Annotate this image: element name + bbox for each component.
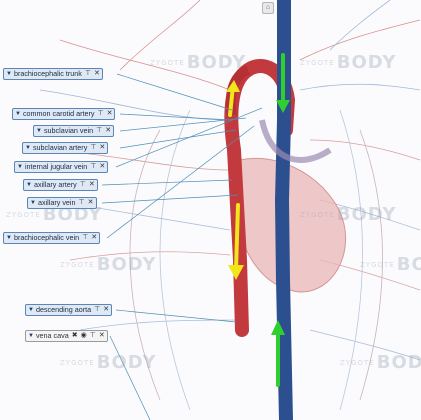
close-icon[interactable]: ✕ <box>103 306 110 313</box>
pin-icon[interactable]: ⊤ <box>79 181 86 188</box>
heart <box>237 158 347 293</box>
expand-triangle-icon[interactable]: ▼ <box>28 333 34 339</box>
pin-icon[interactable]: ⊤ <box>84 70 91 77</box>
label-text: axillary artery <box>33 180 77 189</box>
close-icon[interactable]: ✕ <box>98 332 105 339</box>
pin-icon[interactable]: ⊤ <box>90 144 97 151</box>
pin-icon[interactable]: ⊤ <box>94 306 101 313</box>
label-common-carotid-artery[interactable]: ▼ common carotid artery ⊤ ✕ <box>12 108 116 120</box>
expand-triangle-icon[interactable]: ▼ <box>17 164 23 170</box>
expand-triangle-icon[interactable]: ▼ <box>6 235 12 241</box>
label-text: subclavian artery <box>32 143 88 152</box>
label-text: vena cava <box>35 331 69 340</box>
label-descending-aorta[interactable]: ▼ descending aorta ⊤ ✕ <box>25 304 113 316</box>
leader-lines <box>101 73 263 420</box>
pin-icon[interactable]: ⊤ <box>89 332 96 339</box>
expand-triangle-icon[interactable]: ▼ <box>30 200 36 206</box>
label-brachiocephalic-vein[interactable]: ▼ brachiocephalic vein ⊤ ✕ <box>3 232 101 244</box>
pin-icon[interactable]: ⊤ <box>82 234 89 241</box>
pin-icon[interactable]: ⊤ <box>90 163 97 170</box>
label-axillary-vein[interactable]: ▼ axillary vein ⊤ ✕ <box>27 197 97 209</box>
label-text: axillary vein <box>37 198 76 207</box>
home-icon[interactable]: ⌂ <box>262 2 274 14</box>
pin-icon[interactable]: ⊤ <box>96 127 103 134</box>
close-icon[interactable]: ✕ <box>105 127 112 134</box>
label-text: descending aorta <box>35 305 92 314</box>
label-text: common carotid artery <box>22 109 95 118</box>
expand-triangle-icon[interactable]: ▼ <box>36 128 42 134</box>
close-icon[interactable]: ✕ <box>88 181 95 188</box>
close-icon[interactable]: ✕ <box>99 163 106 170</box>
label-axillary-artery[interactable]: ▼ axillary artery ⊤ ✕ <box>23 179 98 191</box>
arrow-down-aorta <box>234 203 240 272</box>
label-subclavian-vein[interactable]: ▼ subclavian vein ⊤ ✕ <box>33 125 115 137</box>
label-brachiocephalic-trunk[interactable]: ▼ brachiocephalic trunk ⊤ ✕ <box>3 68 103 80</box>
pin-icon[interactable]: ⊤ <box>97 110 104 117</box>
isolate-icon[interactable]: ✖ <box>71 332 78 339</box>
label-vena-cava[interactable]: ▼ vena cava ✖ ◉ ⊤ ✕ <box>25 330 108 342</box>
expand-triangle-icon[interactable]: ▼ <box>15 111 21 117</box>
close-icon[interactable]: ✕ <box>87 199 94 206</box>
pin-icon[interactable]: ⊤ <box>78 199 85 206</box>
expand-triangle-icon[interactable]: ▼ <box>26 182 32 188</box>
label-internal-jugular-vein[interactable]: ▼ internal jugular vein ⊤ ✕ <box>14 161 109 173</box>
expand-triangle-icon[interactable]: ▼ <box>25 145 31 151</box>
label-text: brachiocephalic vein <box>13 233 80 242</box>
pulmonary-vessel <box>259 119 332 163</box>
eye-icon[interactable]: ◉ <box>80 332 87 339</box>
label-text: brachiocephalic trunk <box>13 69 82 78</box>
flow-arrows <box>226 53 290 387</box>
expand-triangle-icon[interactable]: ▼ <box>6 71 12 77</box>
close-icon[interactable]: ✕ <box>106 110 113 117</box>
label-text: internal jugular vein <box>24 162 88 171</box>
label-subclavian-artery[interactable]: ▼ subclavian artery ⊤ ✕ <box>22 142 109 154</box>
close-icon[interactable]: ✕ <box>99 144 106 151</box>
expand-triangle-icon[interactable]: ▼ <box>28 307 34 313</box>
close-icon[interactable]: ✕ <box>91 234 98 241</box>
label-text: subclavian vein <box>43 126 94 135</box>
close-icon[interactable]: ✕ <box>93 70 100 77</box>
